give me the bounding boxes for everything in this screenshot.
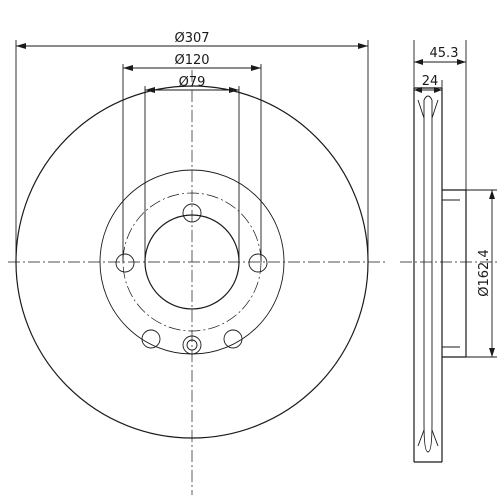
bolt-hole-bottom xyxy=(182,335,202,355)
dim-label-outer-diameter: Ø307 xyxy=(174,31,209,46)
dim-arrow-24-left xyxy=(414,87,422,93)
locating-hole-bottom-inner xyxy=(186,339,198,351)
vent-lower-notch-right xyxy=(431,429,439,447)
vent-channel-right xyxy=(427,100,433,453)
side-view: 45.3 24 Ø162.4 xyxy=(400,40,497,463)
dim-arrow-79-left xyxy=(145,87,155,93)
bolt-hole-lower-left xyxy=(141,329,161,349)
dim-label-hub-diameter: Ø120 xyxy=(174,53,209,68)
bolt-hole-right xyxy=(248,253,268,273)
bolt-hole-left xyxy=(115,253,135,273)
dim-arrow-1624-bottom xyxy=(489,348,495,357)
vent-lower-notch-left xyxy=(417,429,425,447)
dim-label-center-bore: Ø79 xyxy=(179,75,206,90)
dim-arrow-24-right xyxy=(434,87,442,93)
dim-arrow-79-right xyxy=(229,87,239,93)
vent-channel-top xyxy=(423,95,433,101)
dim-label-disc-thickness: 24 xyxy=(422,74,439,89)
vent-upper-notch-left xyxy=(417,99,425,119)
dim-arrow-1624-top xyxy=(489,190,495,199)
dim-arrow-307-left xyxy=(16,43,26,49)
dim-arrow-453-right xyxy=(457,59,466,65)
dim-arrow-120-right xyxy=(251,65,261,71)
dim-arrow-453-left xyxy=(414,59,423,65)
dim-arrow-120-left xyxy=(123,65,133,71)
bolt-hole-lower-right xyxy=(223,329,243,349)
bolt-hole-top xyxy=(182,203,202,223)
vent-channel-left xyxy=(423,100,429,453)
dim-label-total-thickness: 45.3 xyxy=(430,46,459,61)
front-view: Ø307 Ø120 Ø79 xyxy=(8,31,386,495)
dim-label-hat-diameter: Ø162.4 xyxy=(477,249,492,296)
dim-arrow-307-right xyxy=(358,43,368,49)
vent-upper-notch-right xyxy=(431,99,439,119)
